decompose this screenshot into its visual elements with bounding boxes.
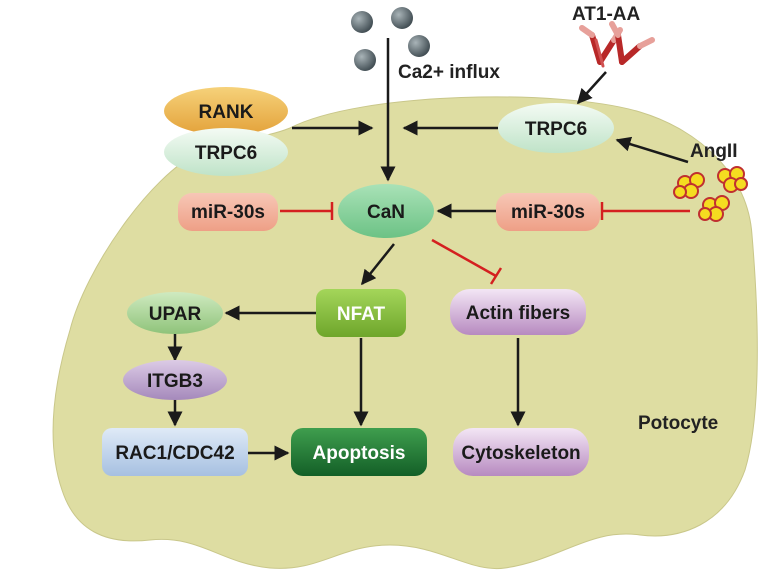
node-trpc6-left: TRPC6	[164, 128, 288, 176]
angii-molecules-icon	[673, 166, 748, 222]
node-can: CaN	[338, 184, 434, 238]
ca-influx-label: Ca2+ influx	[398, 62, 500, 83]
node-nfat: NFAT	[316, 289, 406, 337]
node-cytoskeleton: Cytoskeleton	[453, 428, 589, 476]
arrow-at1aa-to-trpc6	[576, 71, 607, 105]
calcium-ions-icon	[351, 7, 430, 71]
node-trpc6-right: TRPC6	[498, 103, 614, 153]
node-actin-fibers: Actin fibers	[450, 289, 586, 335]
node-mir30s-right-label: miR-30s	[511, 202, 585, 223]
node-cytoskeleton-label: Cytoskeleton	[461, 443, 580, 464]
node-apoptosis: Apoptosis	[291, 428, 427, 476]
node-upar-label: UPAR	[149, 304, 202, 325]
calcium-ion-dot	[408, 35, 430, 57]
arrow-can-to-nfat	[361, 243, 395, 286]
at1aa-label: AT1-AA	[572, 4, 641, 25]
calcium-ion-dot	[351, 11, 373, 33]
inhibit-can-to-actin	[431, 238, 497, 278]
node-mir30s-left-label: miR-30s	[191, 202, 265, 223]
node-itgb3: ITGB3	[123, 360, 227, 400]
angii-label: AngII	[690, 141, 738, 162]
inhibition-arrows	[280, 202, 690, 285]
calcium-ion-dot	[391, 7, 413, 29]
node-mir30s-left: miR-30s	[178, 193, 278, 231]
arrow-angii-to-trpc6	[615, 136, 689, 164]
node-actin-fibers-label: Actin fibers	[466, 303, 571, 324]
node-nfat-label: NFAT	[337, 304, 386, 325]
activation-arrows	[167, 38, 689, 461]
node-rac1-cdc42: RAC1/CDC42	[102, 428, 248, 476]
calcium-ion-dot	[354, 49, 376, 71]
potocyte-label: Potocyte	[638, 413, 718, 434]
node-trpc6-right-label: TRPC6	[525, 119, 587, 140]
antibody-icon	[609, 21, 655, 65]
node-rank: RANK	[164, 87, 288, 135]
node-can-label: CaN	[367, 202, 405, 223]
node-mir30s-right: miR-30s	[496, 193, 600, 231]
node-itgb3-label: ITGB3	[147, 371, 203, 392]
node-rank-label: RANK	[199, 102, 254, 123]
node-apoptosis-label: Apoptosis	[313, 443, 406, 464]
node-trpc6-left-label: TRPC6	[195, 143, 257, 164]
node-rac1-cdc42-label: RAC1/CDC42	[115, 443, 234, 464]
node-upar: UPAR	[127, 292, 223, 334]
